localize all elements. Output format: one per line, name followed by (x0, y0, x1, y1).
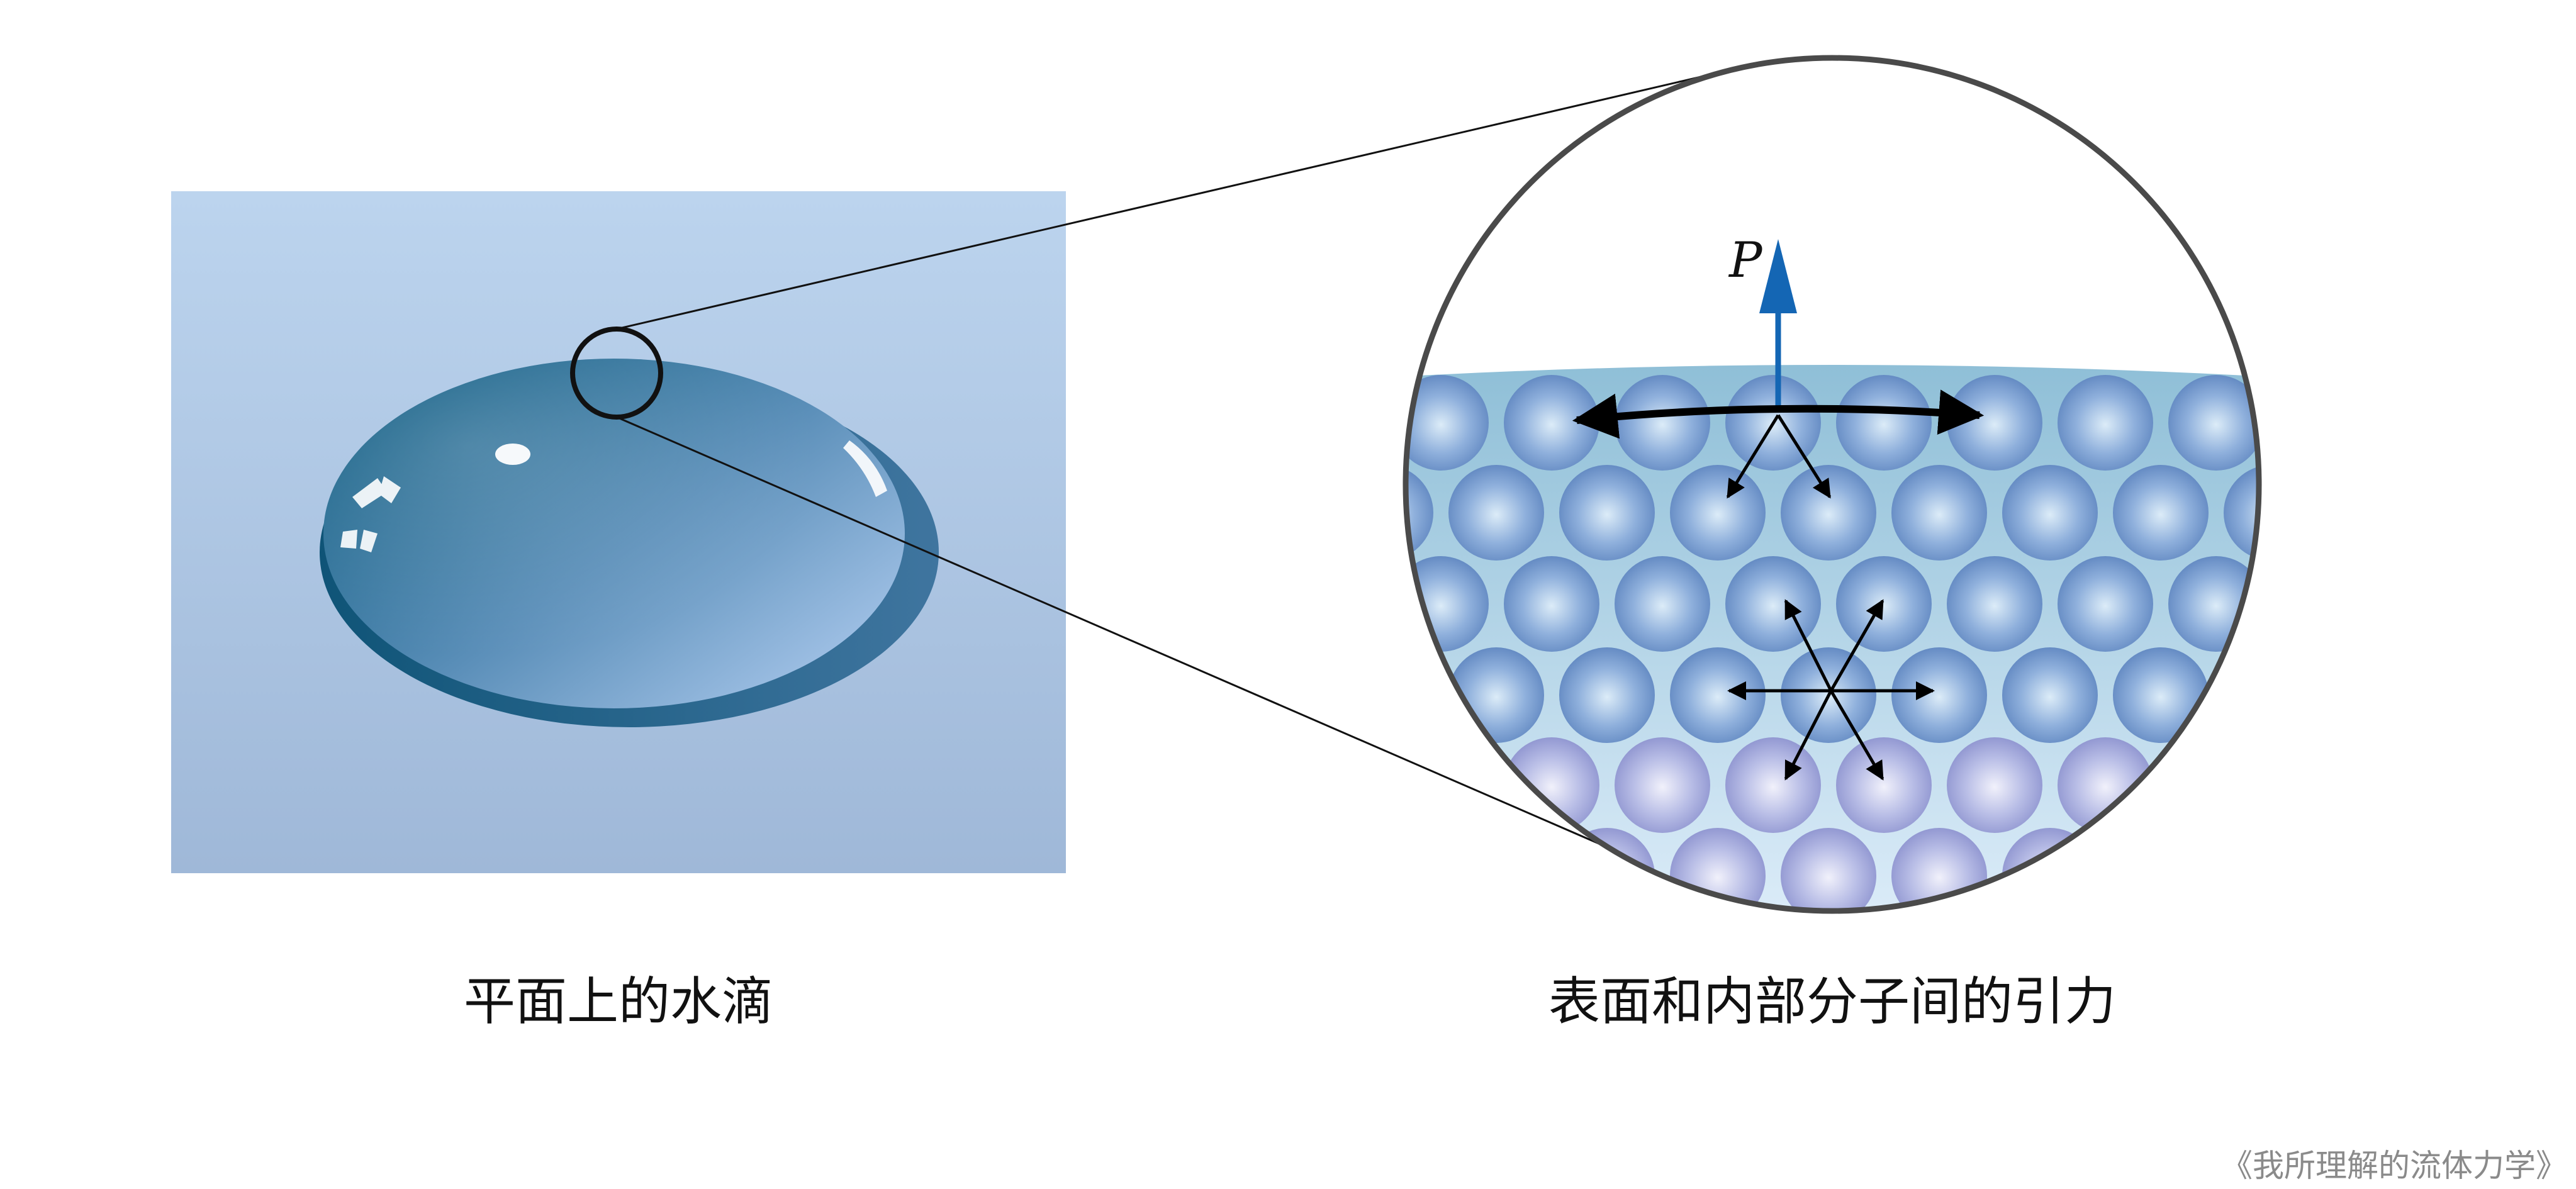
molecule (1406, 465, 1433, 561)
molecule (1947, 375, 2042, 471)
molecule (2279, 737, 2375, 833)
molecule (2168, 737, 2259, 833)
molecule (2168, 375, 2259, 471)
molecule (1670, 647, 1766, 743)
molecule (1406, 737, 1489, 833)
molecule (1615, 737, 1710, 833)
molecule (2113, 647, 2209, 743)
molecule (1559, 647, 1655, 743)
zoom-line-top (616, 68, 1734, 330)
molecule (1947, 556, 2042, 652)
droplet-highlight (495, 444, 530, 465)
molecule (1559, 828, 1655, 911)
molecule (1559, 465, 1655, 561)
droplet-edge-reflection (843, 440, 887, 497)
molecule (1836, 375, 1932, 471)
molecule (1615, 556, 1710, 652)
molecule (2058, 737, 2153, 833)
molecule (1891, 828, 1987, 911)
molecule (1836, 737, 1932, 833)
molecule (1891, 465, 1987, 561)
molecule (1781, 828, 1876, 911)
molecule (1504, 737, 1599, 833)
molecule (2058, 556, 2153, 652)
droplet-window-reflection (340, 476, 401, 552)
molecule (1891, 647, 1987, 743)
molecule (2224, 465, 2259, 561)
molecule (1725, 556, 1821, 652)
caption-right: 表面和内部分子间的引力 (1548, 972, 2116, 1032)
molecule (1615, 375, 1710, 471)
molecule (1947, 737, 2042, 833)
source-attribution: 《我所理解的流体力学》 (2221, 1147, 2567, 1184)
up-arrow-icon (1759, 239, 1797, 313)
interior-attraction-arrows (1727, 599, 1935, 781)
molecule (2279, 375, 2375, 471)
molecule (2002, 647, 2098, 743)
molecule (1406, 647, 1433, 743)
molecule (2279, 556, 2375, 652)
molecule (1406, 828, 1433, 911)
molecule (1406, 556, 1489, 652)
molecule (2002, 828, 2098, 911)
zoom-line-bottom (616, 416, 1700, 888)
molecule (1670, 465, 1766, 561)
molecule (1725, 737, 1821, 833)
molecule (1448, 828, 1544, 911)
molecule (2113, 828, 2209, 911)
molecule (1781, 465, 1876, 561)
molecule (1670, 828, 1766, 911)
molecule (2002, 465, 2098, 561)
molecule (2224, 828, 2259, 911)
molecule (2058, 375, 2153, 471)
molecule (1504, 556, 1599, 652)
caption-left: 平面上的水滴 (464, 972, 773, 1032)
water-droplet (320, 359, 939, 727)
molecule (1836, 556, 1932, 652)
magnified-view (1403, 55, 2375, 914)
force-label-p: P (1728, 232, 1763, 289)
molecule (2113, 465, 2209, 561)
double-arrow-icon (1572, 389, 1985, 439)
molecule (2224, 647, 2259, 743)
molecule (1448, 465, 1544, 561)
lens-outline (1403, 55, 2262, 914)
surface-attraction-arrows (1572, 389, 1985, 499)
